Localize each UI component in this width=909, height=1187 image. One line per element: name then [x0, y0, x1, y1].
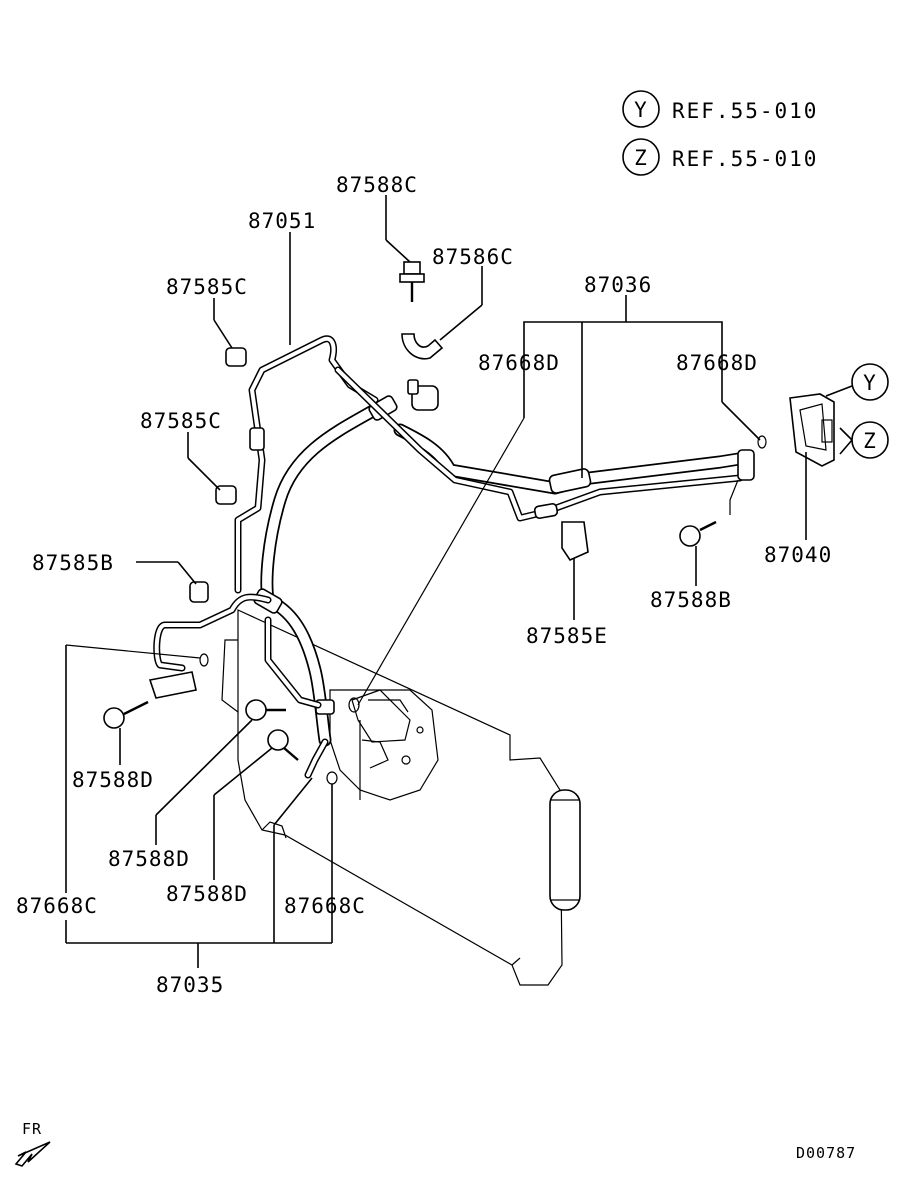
front-direction-indicator: FR [14, 1120, 51, 1167]
label-87585c-mid: 87585C [140, 409, 222, 433]
callout-y: Y [825, 363, 889, 401]
bolt-87588d-low [267, 729, 299, 761]
label-87585e: 87585E [526, 624, 608, 648]
label-87588d-low: 87588D [166, 882, 248, 906]
label-87588b: 87588B [650, 588, 732, 612]
part-labels: 87588C 87051 87586C 87036 87585C 87668D … [16, 173, 832, 997]
callout-z-letter: Z [863, 429, 877, 453]
label-87588d-mid: 87588D [108, 847, 190, 871]
label-87585b: 87585B [32, 551, 114, 575]
bolt-87588d-left [103, 700, 149, 729]
callout-z: Z [839, 421, 889, 459]
direction-label: FR [22, 1120, 42, 1138]
ref-text-z: REF.55-010 [672, 147, 818, 171]
label-87035: 87035 [156, 973, 224, 997]
evaporator-fitting-87040 [789, 393, 835, 467]
pipe-assembly-87035 [153, 335, 398, 779]
ref-letter-z: Z [634, 146, 648, 170]
diagram-code: D00787 [796, 1144, 856, 1162]
bolt-87588d-mid [245, 699, 286, 721]
ref-text-y: REF.55-010 [672, 99, 818, 123]
label-87036: 87036 [584, 273, 652, 297]
label-87588d-left: 87588D [72, 768, 154, 792]
label-87668c-left: 87668C [16, 894, 98, 918]
ref-letter-y: Y [634, 98, 648, 122]
label-87588c: 87588C [336, 173, 418, 197]
ref-legend: Y REF.55-010 Z REF.55-010 [622, 90, 818, 176]
label-87586c: 87586C [432, 245, 514, 269]
label-87585c-top: 87585C [166, 275, 248, 299]
small-parts [103, 261, 767, 785]
label-87668d-right: 87668D [676, 351, 758, 375]
direction-arrow-icon [14, 1141, 51, 1167]
callout-y-letter: Y [863, 371, 877, 395]
label-87040: 87040 [764, 543, 832, 567]
label-87668d-left: 87668D [478, 351, 560, 375]
compressor [329, 689, 439, 801]
leader-lines [65, 195, 807, 968]
condenser-outline [221, 609, 581, 986]
pipe-assembly-87036 [334, 366, 755, 522]
label-87051: 87051 [248, 209, 316, 233]
label-87668c-right: 87668C [284, 894, 366, 918]
